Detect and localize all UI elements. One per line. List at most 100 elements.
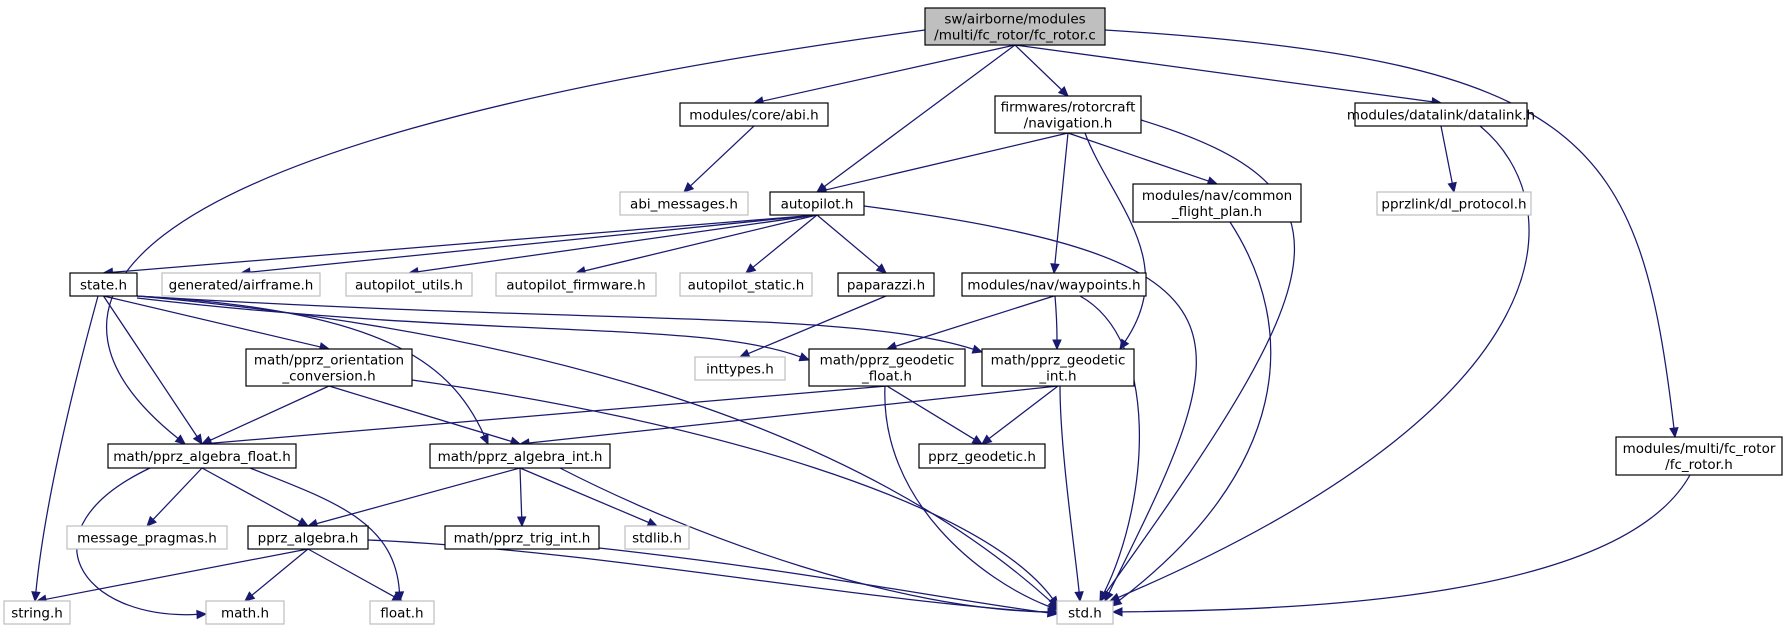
edge-autopilot-to-std [863,205,1197,603]
node-state[interactable]: state.h [69,272,138,297]
edge-line [1014,44,1433,103]
node-paparazzi[interactable]: paparazzi.h [837,272,935,297]
edge-line [528,385,1059,444]
edge-orientation-to-algebra_int [328,385,522,446]
edge-algebra_int-to-pprz_algebra [306,467,521,529]
node-label: pprz_geodetic.h [928,449,1036,465]
node-label: math/pprz_geodetic [991,353,1126,369]
edge-line [152,467,203,520]
node-box [769,191,865,216]
node-abi[interactable]: modules/core/abi.h [679,102,829,127]
node-common_flight_plan[interactable]: modules/nav/common_flight_plan.h [1132,183,1302,223]
arrowhead-icon [31,591,41,603]
edge-root-to-algebra_float [105,29,926,445]
edge-line [823,44,1016,188]
edge-line [1104,29,1675,429]
edge-geodetic_int-to-std [1059,385,1084,603]
node-box [1354,102,1528,127]
node-box [619,191,749,216]
node-algebra_float[interactable]: math/pprz_algebra_float.h [107,443,297,469]
edge-line [988,385,1059,440]
edge-line [584,214,818,272]
edge-waypoints-to-geodetic_int [1052,295,1062,351]
node-trig_int[interactable]: math/pprz_trig_int.h [444,525,600,550]
node-geodetic_int[interactable]: math/pprz_geodetic_int.h [981,348,1135,387]
edge-root-to-fc_rotor_h [1104,29,1679,439]
node-algebra_int[interactable]: math/pprz_algebra_int.h [429,443,611,469]
arrowhead-icon [1050,263,1060,275]
edge-line [136,295,1052,603]
node-box [961,272,1147,297]
node-box [161,272,321,297]
node-box [624,525,690,550]
node-box [994,95,1142,134]
node-box [444,525,600,550]
edge-root-to-navigation [1014,44,1069,97]
edge-line [1118,125,1530,599]
edge-line [35,295,99,593]
node-box [694,356,786,381]
node-abi_messages: abi_messages.h [619,191,749,216]
node-autopilot_firmware: autopilot_firmware.h [495,272,657,297]
node-pprz_geodetic[interactable]: pprz_geodetic.h [918,443,1046,469]
node-box [3,600,71,625]
nodes-layer: sw/airborne/modules/multi/fc_rotor/fc_ro… [3,7,1783,625]
edge-line [519,467,523,518]
edge-navigation-to-geodetic_int [1084,132,1147,351]
arrowhead-icon [646,517,659,527]
node-label: generated/airframe.h [169,278,314,294]
arrowhead-icon [1111,596,1123,607]
node-box [345,272,473,297]
edge-pprz_algebra-to-float [307,548,404,602]
arrowhead-icon [1447,181,1457,194]
node-box [1056,600,1114,625]
node-fc_rotor_h[interactable]: modules/multi/fc_rotor/fc_rotor.h [1615,436,1783,476]
node-stdlib: stdlib.h [624,525,690,550]
node-airframe: generated/airframe.h [161,272,321,297]
node-label: math/pprz_algebra_int.h [438,449,603,465]
node-box [981,348,1135,387]
node-orientation[interactable]: math/pprz_orientation_conversion.h [245,348,413,387]
node-label: inttypes.h [706,362,774,378]
node-label: firmwares/rotorcraft [1001,100,1136,116]
node-label: std.h [1068,606,1102,622]
node-box [1132,183,1302,223]
edge-line [762,44,1016,102]
node-geodetic_float[interactable]: math/pprz_geodetic_float.h [808,348,966,387]
edge-line [598,547,1049,614]
node-message_pragmas: message_pragmas.h [66,525,228,550]
edge-line [328,385,512,442]
edge-pprz_algebra-to-math [244,548,309,602]
edge-state-to-algebra_float [102,295,203,446]
edge-datalink-to-dl_protocol [1440,125,1457,194]
node-box [369,600,435,625]
edge-navigation-to-waypoints [1050,132,1069,275]
edge-line [1014,44,1062,91]
edge-line [886,385,975,440]
edge-line [102,295,198,437]
edge-line [1054,132,1069,265]
edge-algebra_int-to-stdlib [519,467,659,527]
edge-line [249,467,401,593]
node-datalink[interactable]: modules/datalink/datalink.h [1347,102,1535,127]
arrowhead-icon [981,434,993,445]
node-label: math/pprz_geodetic [820,353,955,369]
node-label: autopilot_static.h [688,278,805,294]
node-waypoints[interactable]: modules/nav/waypoints.h [961,272,1147,297]
arrowhead-icon [1052,339,1062,351]
arrowhead-icon [1111,607,1123,617]
arrowhead-icon [1099,590,1109,603]
node-label: _flight_plan.h [1171,204,1262,220]
node-pprz_algebra[interactable]: pprz_algebra.h [247,525,369,550]
node-autopilot[interactable]: autopilot.h [769,191,865,216]
node-root[interactable]: sw/airborne/modules/multi/fc_rotor/fc_ro… [924,7,1106,46]
edge-autopilot-to-state [102,214,818,277]
arrowhead-icon [1057,85,1069,97]
node-navigation[interactable]: firmwares/rotorcraft/navigation.h [994,95,1142,134]
edge-line [210,385,888,444]
edge-line [752,214,818,268]
arrowhead-icon [1119,338,1130,351]
edge-line [112,214,818,273]
edge-line [136,295,485,437]
